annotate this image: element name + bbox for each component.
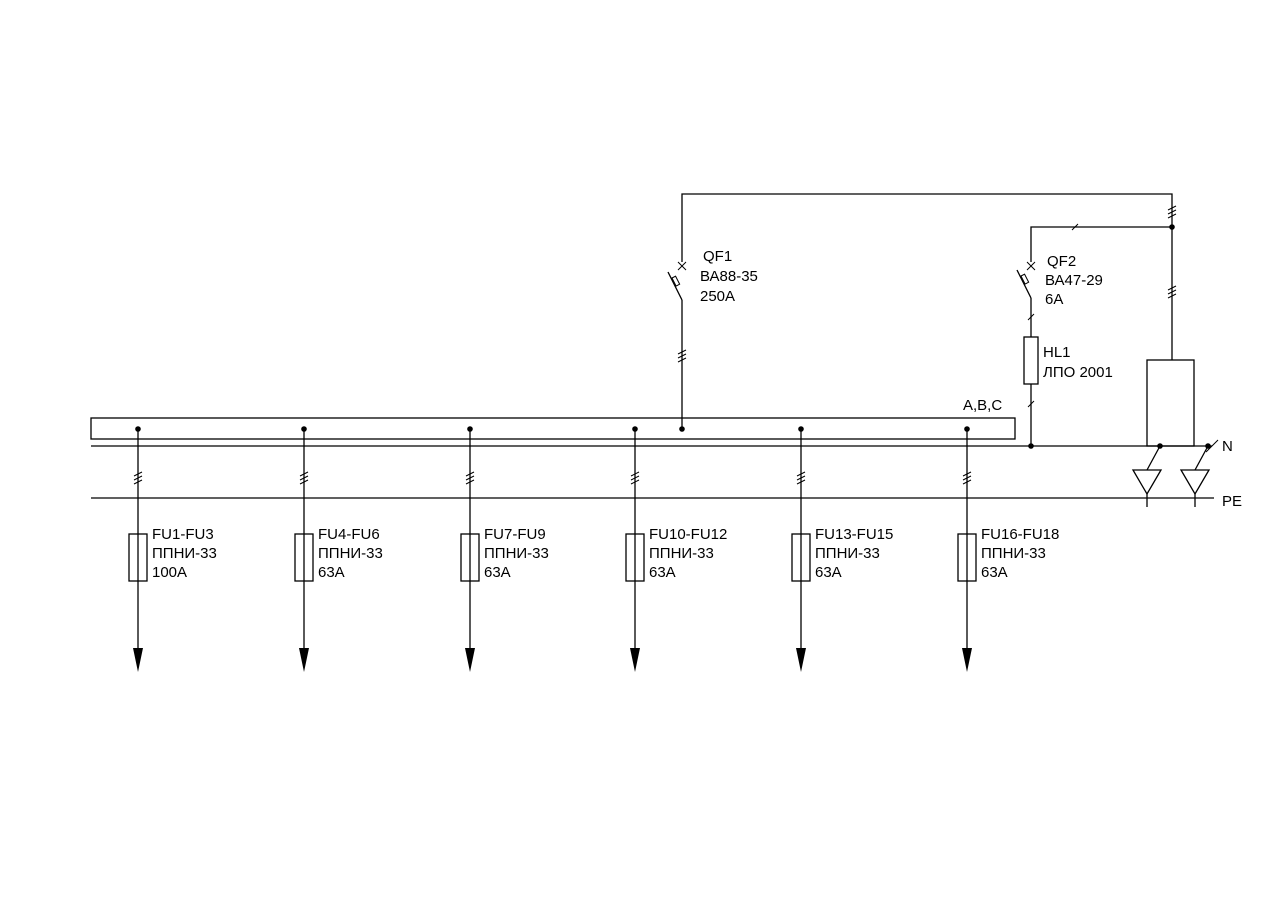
feeder-wire-tick: [465, 479, 475, 485]
qf2-supply-tick: [1071, 223, 1079, 231]
hl1-neutral-tick: [1027, 400, 1035, 408]
qf1-branch: QF1 ВА88-35 250А: [667, 193, 1173, 432]
spd2-symbol: [1179, 445, 1211, 507]
hl1-type: ЛПО 2001: [1043, 364, 1113, 381]
feeder-wire-tick: [133, 471, 143, 477]
spd1-symbol: [1131, 445, 1163, 507]
fuse-rating: 63А: [981, 564, 1008, 581]
qf1-name: QF1: [703, 248, 732, 265]
feeder-wire-tick: [962, 475, 972, 481]
qf2-name: QF2: [1047, 253, 1076, 270]
hl1-neutral-node: [1028, 443, 1034, 449]
feeder-wire-tick: [796, 479, 806, 485]
feeder-group: FU1-FU3ППНИ-33100АFU4-FU6ППНИ-3363АFU7-F…: [128, 426, 1059, 672]
feeder-wire-tick: [133, 475, 143, 481]
fuse-rating: 63А: [649, 564, 676, 581]
fuse-type: ППНИ-33: [152, 545, 217, 562]
feeder-wire-tick: [133, 479, 143, 485]
feeder-arrow: [133, 648, 143, 672]
qf1-upper-wire: [681, 193, 1173, 360]
neutral-bus-label: N: [1222, 438, 1233, 455]
right-riser-ticks: [1167, 205, 1177, 299]
fuse-rating: 63А: [484, 564, 511, 581]
qf1-wire-ticks: [677, 349, 687, 363]
feeder-wire-tick: [962, 471, 972, 477]
qf2-supply-wire: [1030, 226, 1172, 262]
feeder-wire-tick: [796, 475, 806, 481]
feeder-arrow: [630, 648, 640, 672]
fuse-name: FU16-FU18: [981, 526, 1059, 543]
fuse-type: ППНИ-33: [981, 545, 1046, 562]
fuse-rating: 63А: [318, 564, 345, 581]
hl1-name: HL1: [1043, 344, 1071, 361]
qf1-contact: [667, 271, 683, 301]
fuse-name: FU10-FU12: [649, 526, 727, 543]
fuse-name: FU13-FU15: [815, 526, 893, 543]
fuse-rating: 63А: [815, 564, 842, 581]
fuse-name: FU4-FU6: [318, 526, 380, 543]
feeder-arrow: [962, 648, 972, 672]
qf2-type: ВА47-29: [1045, 272, 1103, 289]
surge-protector-block: [1131, 359, 1211, 507]
qf1-bus-node: [679, 426, 685, 432]
feeder-arrow: [299, 648, 309, 672]
feeder-arrow: [796, 648, 806, 672]
fuse-type: ППНИ-33: [815, 545, 880, 562]
phase-bus-label: A,B,C: [963, 397, 1002, 414]
feeder-arrow: [465, 648, 475, 672]
fuse-type: ППНИ-33: [318, 545, 383, 562]
qf2-cross-mark: [1026, 261, 1036, 271]
feeder-wire-tick: [465, 471, 475, 477]
feeder-wire-tick: [299, 471, 309, 477]
feeder-wire-tick: [299, 479, 309, 485]
qf2-contact: [1016, 269, 1032, 299]
qf1-type: ВА88-35: [700, 268, 758, 285]
feeder-wire-tick: [465, 475, 475, 481]
fuse-name: FU7-FU9: [484, 526, 546, 543]
qf2-branch: QF2 ВА47-29 6А HL1 ЛПО 2001: [1016, 223, 1172, 449]
qf1-trip-element: [671, 275, 681, 287]
qf2-trip-element: [1020, 273, 1030, 285]
feeder-wire-tick: [796, 471, 806, 477]
surge-protector-frame: [1146, 359, 1195, 447]
fuse-name: FU1-FU3: [152, 526, 214, 543]
feeder-wire-tick: [962, 479, 972, 485]
phase-busbar: [90, 417, 1016, 440]
hl1-lamp-body: [1023, 336, 1039, 385]
qf2-rating: 6А: [1045, 291, 1063, 308]
feeder-wire-tick: [630, 475, 640, 481]
neutral-bus-tick: [1205, 439, 1219, 453]
qf1-rating: 250А: [700, 288, 735, 305]
fuse-type: ППНИ-33: [649, 545, 714, 562]
feeder-wire-tick: [299, 475, 309, 481]
fuse-type: ППНИ-33: [484, 545, 549, 562]
feeder-wire-tick: [630, 479, 640, 485]
feeder-wire-tick: [630, 471, 640, 477]
qf2-lamp-tick: [1027, 313, 1035, 321]
pe-bus-label: PE: [1222, 493, 1242, 510]
qf1-cross-mark: [677, 261, 687, 271]
fuse-rating: 100А: [152, 564, 187, 581]
